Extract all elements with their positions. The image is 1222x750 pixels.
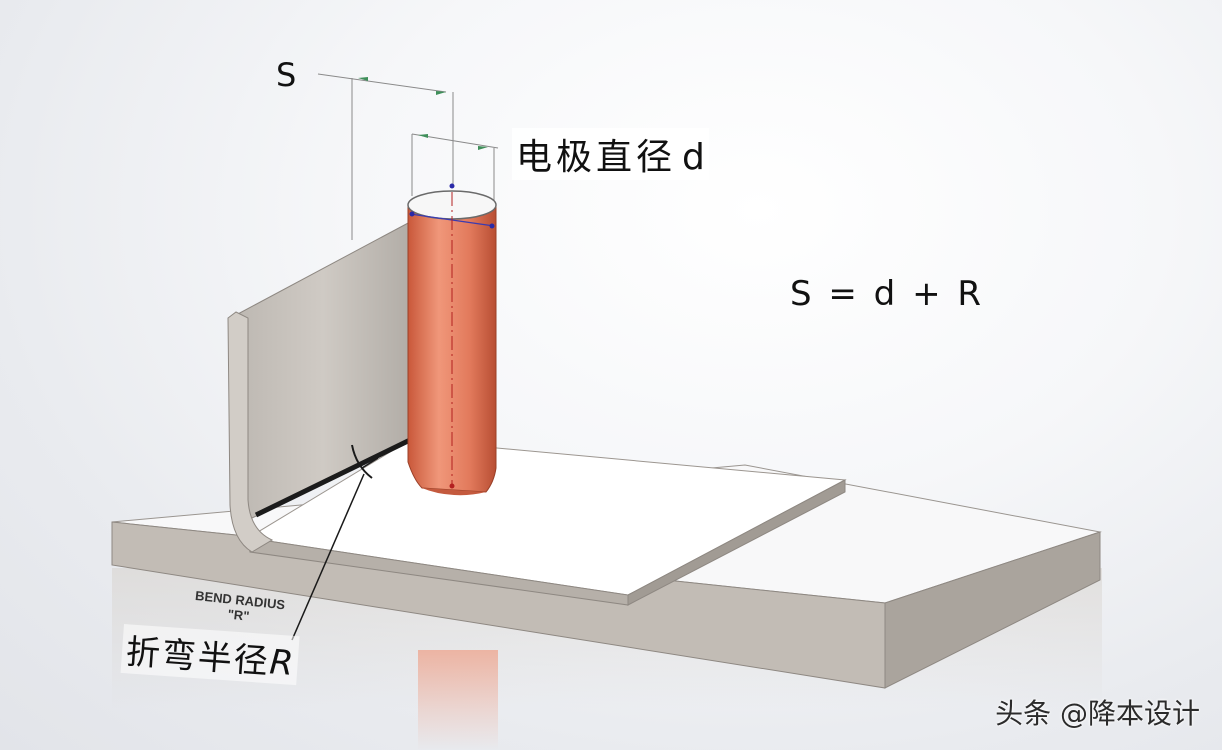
- electrode-center-point: [449, 483, 455, 489]
- bend-radius-symbol: R: [268, 642, 295, 684]
- electrode-point-left: [409, 211, 415, 217]
- dim-s-line: [317, 73, 447, 93]
- electrode-point-right: [489, 223, 495, 229]
- spacing-label: S: [276, 56, 297, 94]
- sheet-bend-edge: [227, 311, 274, 553]
- bend-radius-leader: [291, 473, 365, 641]
- bend-radius-arc: [351, 444, 373, 479]
- sheet-flange-side: [627, 479, 846, 606]
- dim-d-arrow-left: [418, 134, 428, 138]
- electrode-point-top: [449, 183, 455, 189]
- electrode-reflection: [418, 650, 498, 750]
- electrode-diameter-text: 电极直径: [516, 137, 677, 178]
- dim-d-arrow-right: [478, 146, 488, 150]
- bend-radius-text: 折弯半径: [124, 632, 272, 683]
- bend-radius-tick: [361, 457, 379, 469]
- spacing-formula: S = d + R: [790, 274, 984, 314]
- dim-s-arrow-left: [358, 77, 368, 81]
- electrode-tip: [422, 488, 486, 496]
- dim-s-arrow-right: [436, 91, 446, 95]
- electrode-diameter-symbol: d: [682, 137, 705, 178]
- watermark: 头条 @降本设计: [995, 697, 1200, 730]
- base-plate-side: [884, 531, 1101, 689]
- bend-inner-line: [254, 437, 412, 518]
